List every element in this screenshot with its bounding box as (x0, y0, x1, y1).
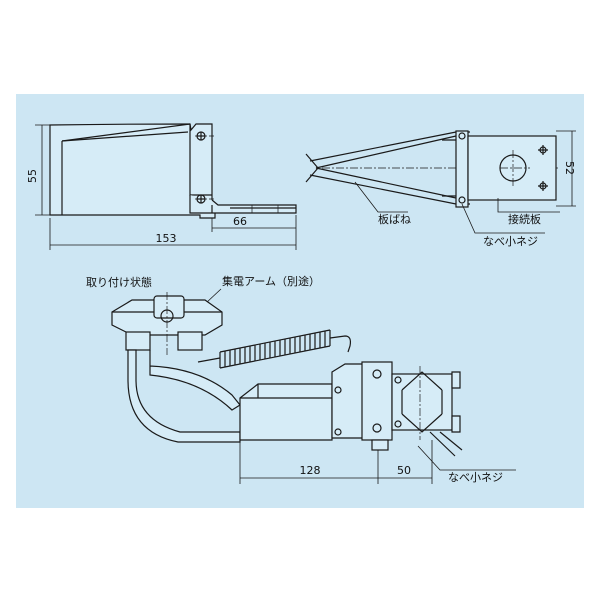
dim-66: 66 (233, 215, 247, 228)
dim-52: 52 (563, 161, 576, 175)
top-view (305, 130, 560, 208)
dim-50: 50 (397, 464, 411, 477)
leaf-spring-label: 板ばね (378, 212, 411, 226)
pan-screw-top-label: なべ小ネジ (483, 235, 538, 248)
collector-arm-label: 集電アーム（別途） (222, 274, 320, 288)
side-view (49, 123, 297, 219)
dim-153: 153 (156, 232, 177, 245)
connecting-plate-label: 接続板 (508, 212, 541, 226)
dim-128: 128 (300, 464, 321, 477)
side-view-dimensions: 55 153 66 (26, 124, 297, 250)
top-view-dimensions: 52 板ばね 接続板 なべ小ネジ (354, 130, 576, 248)
dim-55: 55 (26, 169, 39, 183)
pan-screw-bottom-label: なべ小ネジ (448, 471, 503, 484)
mounted-assembly (111, 292, 463, 457)
mounted-state-title: 取り付け状態 (86, 275, 152, 289)
mounted-dimensions: 128 50 なべ小ネジ (239, 440, 516, 484)
